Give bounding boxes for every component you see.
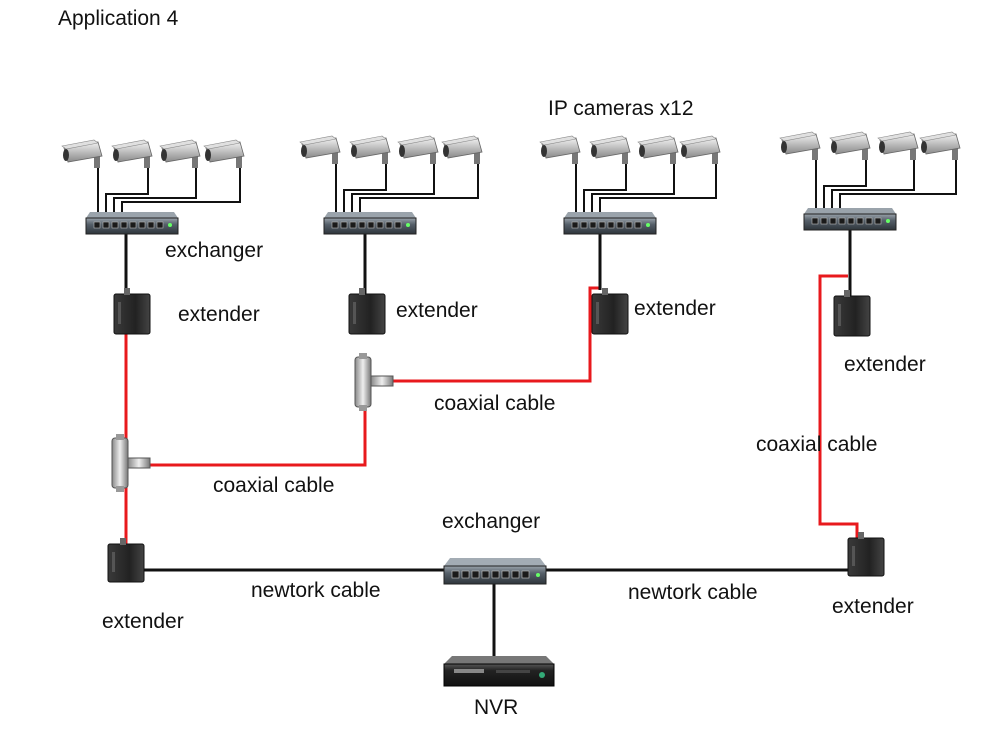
bnc-t-connector-icon: [354, 353, 394, 411]
coaxial-cable-middle: [138, 360, 367, 467]
extender-icon: [591, 288, 629, 335]
extender-icon: [833, 290, 871, 337]
network-cables: [124, 228, 852, 660]
camera-cable: [591, 162, 675, 216]
camera-cable: [831, 158, 915, 212]
bnc-t-connector-icon: [111, 434, 151, 492]
extender-icon: [847, 532, 885, 577]
camera-cable: [583, 162, 627, 216]
ip-cameras-label: IP cameras x12: [548, 97, 694, 120]
switches: [85, 208, 897, 585]
nvr-label: NVR: [474, 696, 519, 719]
extender-label: extender: [102, 610, 184, 633]
extender-label: extender: [178, 303, 260, 326]
ip-camera-icon: [919, 131, 961, 160]
ip-camera-icon: [441, 135, 483, 164]
ip-camera-icon: [111, 139, 153, 168]
coaxial-cable-right: [818, 274, 859, 538]
network-switch-icon: [85, 212, 179, 235]
coaxial-cable-label: coaxial cable: [434, 392, 556, 415]
camera-cable: [359, 162, 479, 216]
extender-icon: [107, 538, 145, 583]
ip-camera-icon: [349, 135, 391, 164]
nvr-recorder-icon: [443, 656, 555, 687]
extender-label: extender: [844, 353, 926, 376]
ip-camera-icon: [539, 135, 581, 164]
network-switch-icon: [563, 212, 657, 235]
exchanger-label: exchanger: [442, 510, 541, 533]
extender-label: extender: [396, 299, 478, 322]
ip-camera-icon: [61, 139, 103, 168]
camera-cable: [839, 158, 957, 212]
camera-cables: [97, 158, 957, 216]
camera-cable: [105, 166, 149, 216]
extender-label: extender: [634, 297, 716, 320]
cameras: [61, 131, 961, 168]
ip-camera-icon: [159, 139, 201, 168]
ip-camera-icon: [829, 131, 871, 160]
coaxial-cable-label: coaxial cable: [213, 474, 335, 497]
network-switch-icon: [803, 208, 897, 231]
camera-cable: [113, 166, 197, 216]
camera-cable: [343, 162, 387, 216]
network-switch-icon: [443, 558, 547, 585]
ip-camera-icon: [589, 135, 631, 164]
coaxial-cable-upper: [372, 286, 600, 383]
ip-camera-icon: [397, 135, 439, 164]
extender-label: extender: [832, 595, 914, 618]
exchanger-label: exchanger: [165, 239, 264, 262]
extender-icon: [113, 288, 151, 335]
camera-cable: [599, 162, 717, 216]
ip-camera-icon: [299, 135, 341, 164]
coaxial-cable-label: coaxial cable: [756, 433, 878, 456]
ip-camera-icon: [779, 131, 821, 160]
ip-camera-icon: [877, 131, 919, 160]
ip-camera-icon: [637, 135, 679, 164]
extender-icon: [348, 288, 386, 335]
camera-cable: [121, 166, 241, 216]
network-cable-label: newtork cable: [251, 579, 381, 602]
ip-camera-icon: [679, 135, 721, 164]
ip-camera-icon: [203, 139, 245, 168]
camera-cable: [823, 158, 867, 212]
network-cable-label: newtork cable: [628, 581, 758, 604]
diagram-title: Application 4: [58, 7, 179, 30]
camera-cable: [351, 162, 435, 216]
network-switch-icon: [323, 212, 417, 235]
